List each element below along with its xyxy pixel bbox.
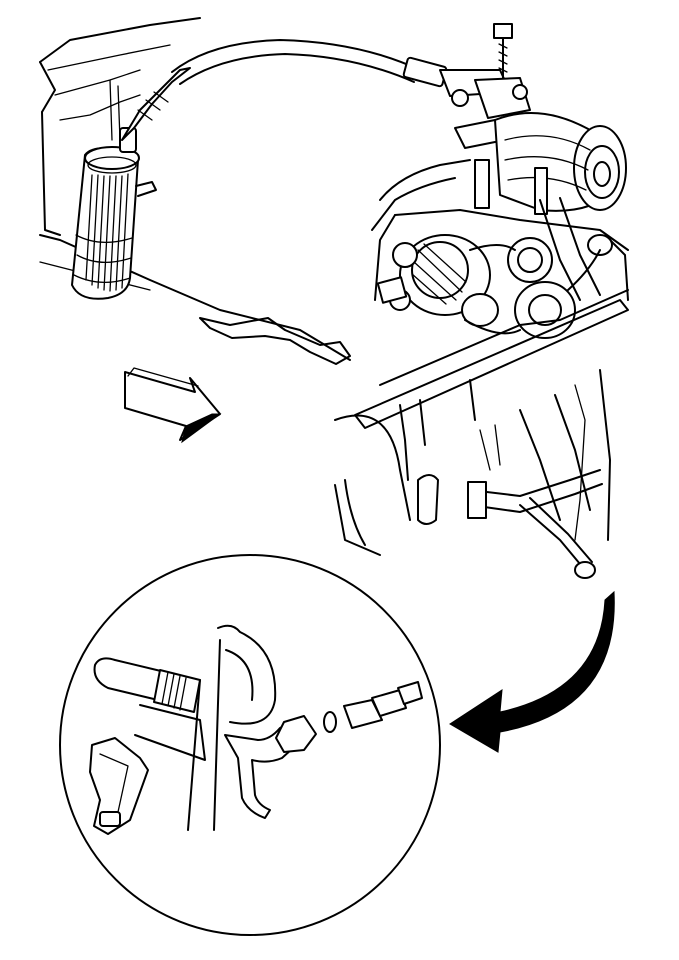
- detail-callout-arrow: [449, 590, 615, 753]
- drive-belt-pulleys: [461, 237, 601, 339]
- accumulator-drier: [71, 127, 157, 300]
- lower-hose-connection: [417, 469, 603, 579]
- compressor-manifold: [451, 77, 531, 149]
- detail-view: [89, 624, 423, 835]
- fender-panel: [39, 17, 351, 365]
- alternator: [376, 234, 491, 316]
- compressor-mounting-bolt: [493, 23, 513, 83]
- frame-rail: [334, 289, 629, 556]
- direction-arrow: [124, 367, 222, 444]
- ac-compressor: [474, 111, 627, 215]
- engine-block: [371, 159, 629, 301]
- refrigerant-hose: [121, 39, 511, 141]
